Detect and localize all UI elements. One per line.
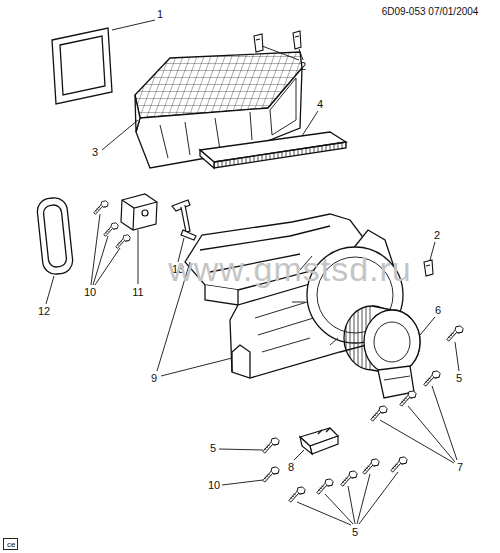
- screw: [263, 467, 279, 482]
- callout-number: 6: [435, 304, 441, 316]
- clip: [254, 31, 301, 52]
- screw: [104, 223, 118, 237]
- blower-motor: [344, 306, 420, 398]
- corner-code-box: ce: [3, 538, 18, 550]
- callout-number: 10: [208, 479, 220, 491]
- callout-number: 12: [38, 305, 50, 317]
- screw: [447, 326, 463, 341]
- blower-resistor: [300, 428, 338, 454]
- filter: [200, 132, 346, 168]
- callout-number: 11: [132, 286, 143, 298]
- callout-number: 5: [456, 372, 462, 384]
- callout-number: 8: [288, 461, 294, 473]
- screw: [400, 391, 416, 406]
- screw: [263, 438, 279, 453]
- actuator: [121, 194, 157, 230]
- callout-number: 4: [317, 98, 323, 110]
- code-text: ce: [7, 541, 14, 549]
- callout-number: 2: [434, 229, 440, 241]
- watermark: www.gmstsd.ru: [168, 251, 412, 288]
- screw: [371, 406, 387, 421]
- screw: [94, 201, 108, 215]
- callout-number: 9: [151, 372, 157, 384]
- callout-number: 10: [84, 286, 96, 298]
- seal: [36, 197, 74, 276]
- callout-number: 7: [457, 461, 463, 473]
- gasket: [52, 28, 112, 104]
- screw: [289, 487, 305, 502]
- link-arm: [172, 200, 196, 240]
- screw: [424, 371, 440, 386]
- drawing-number: 6D09-053 07/01/2004: [382, 6, 479, 17]
- callout-number: 1: [157, 8, 163, 20]
- screw: [317, 479, 333, 494]
- clip: [424, 260, 433, 276]
- screw: [116, 235, 130, 249]
- screw: [391, 457, 407, 472]
- leader-line: [46, 20, 459, 525]
- callout-number: 3: [92, 146, 98, 158]
- callout-number: 5: [210, 442, 216, 454]
- callout-number: 5: [352, 526, 358, 538]
- callout-number: 2: [300, 60, 306, 72]
- screw: [341, 471, 357, 486]
- screw: [363, 459, 379, 474]
